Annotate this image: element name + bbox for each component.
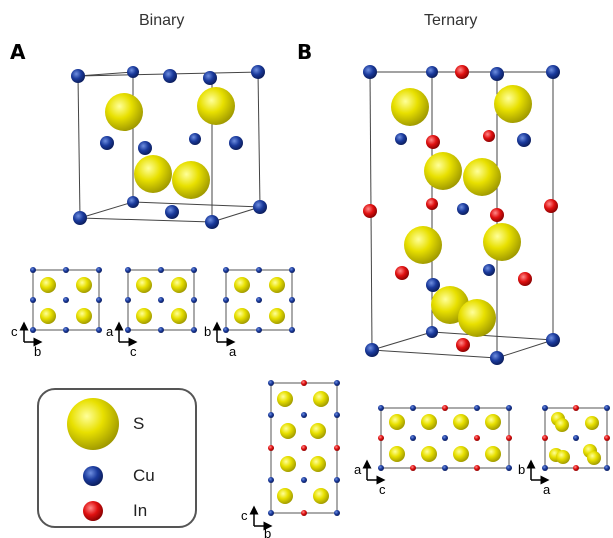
indium-atom [395,266,409,280]
copper-atom [100,136,114,150]
ternary-axis-indicator-2 [362,459,386,485]
binary-axis-3-vertical: b [204,324,211,339]
copper-atom [127,66,139,78]
copper-atom [205,215,219,229]
sulfur-atom [404,226,442,264]
copper-atom [229,136,243,150]
copper-atom [457,203,469,215]
copper-atom [517,133,531,147]
legend-sulfur-symbol [67,398,119,450]
copper-atom [203,71,217,85]
copper-atom [253,200,267,214]
legend-symbols [67,398,119,521]
binary-axis-2-horizontal: c [130,344,137,359]
sulfur-atom [424,152,462,190]
indium-atom [518,272,532,286]
copper-atom [138,141,152,155]
copper-atom [163,69,177,83]
copper-atom [490,67,504,81]
copper-atom [426,278,440,292]
indium-atom [490,208,504,222]
binary-axis-3-horizontal: a [229,344,237,359]
ternary-atoms [363,65,560,365]
ternary-title: Ternary [424,12,478,29]
binary-projection-1 [30,267,102,333]
binary-axis-indicator-2 [114,321,138,347]
copper-atom [71,69,85,83]
binary-unit-cell [77,71,261,223]
ternary-projection-2 [378,405,512,471]
indium-atom [544,199,558,213]
copper-atom [365,343,379,357]
copper-atom [73,211,87,225]
copper-atom [483,264,495,276]
legend-label-sulfur: S [133,414,145,433]
ternary-axis-2-horizontal: c [379,482,386,497]
ternary-axis-3-horizontal: a [543,482,551,497]
indium-atom [426,135,440,149]
sulfur-atom [105,93,143,131]
sulfur-atom [197,87,235,125]
indium-atom [483,130,495,142]
legend-label-copper: Cu [133,466,155,485]
ternary-axis-indicator-1 [249,505,273,531]
sulfur-atom [494,85,532,123]
ternary-axis-3-vertical: b [518,462,525,477]
panel-b-label: B [297,40,313,64]
binary-axis-1-vertical: c [11,324,18,339]
ternary-axis-2-vertical: a [354,462,362,477]
ternary-axis-indicator-3 [526,459,550,485]
legend-indium-symbol [83,501,103,521]
copper-atom [490,351,504,365]
ternary-projection-3 [542,405,610,471]
copper-atom [189,133,201,145]
legend-copper-symbol [83,466,103,486]
binary-axis-indicator-3 [212,321,236,347]
binary-title: Binary [139,12,185,29]
ternary-projection-1 [268,380,340,516]
indium-atom [426,198,438,210]
ternary-axis-1-horizontal: b [264,526,271,538]
indium-atom [363,204,377,218]
copper-atom [426,66,438,78]
sulfur-atom [134,155,172,193]
indium-atom [456,338,470,352]
binary-projection-3 [223,267,295,333]
copper-atom [165,205,179,219]
legend [37,388,197,528]
binary-axis-indicator-1 [19,321,43,347]
copper-atom [363,65,377,79]
binary-atoms [71,65,267,229]
sulfur-atom [172,161,210,199]
sulfur-atom [458,299,496,337]
binary-axis-1-horizontal: b [34,344,41,359]
indium-atom [455,65,469,79]
binary-axis-2-vertical: a [106,324,114,339]
copper-atom [251,65,265,79]
sulfur-atom [483,223,521,261]
copper-atom [546,65,560,79]
copper-atom [426,326,438,338]
copper-atom [395,133,407,145]
legend-label-indium: In [133,501,148,520]
sulfur-atom [463,158,501,196]
ternary-axis-1-vertical: c [241,508,248,523]
copper-atom [546,333,560,347]
sulfur-atom [391,88,429,126]
binary-projection-2 [125,267,197,333]
copper-atom [127,196,139,208]
panel-a-label: A [10,40,26,64]
